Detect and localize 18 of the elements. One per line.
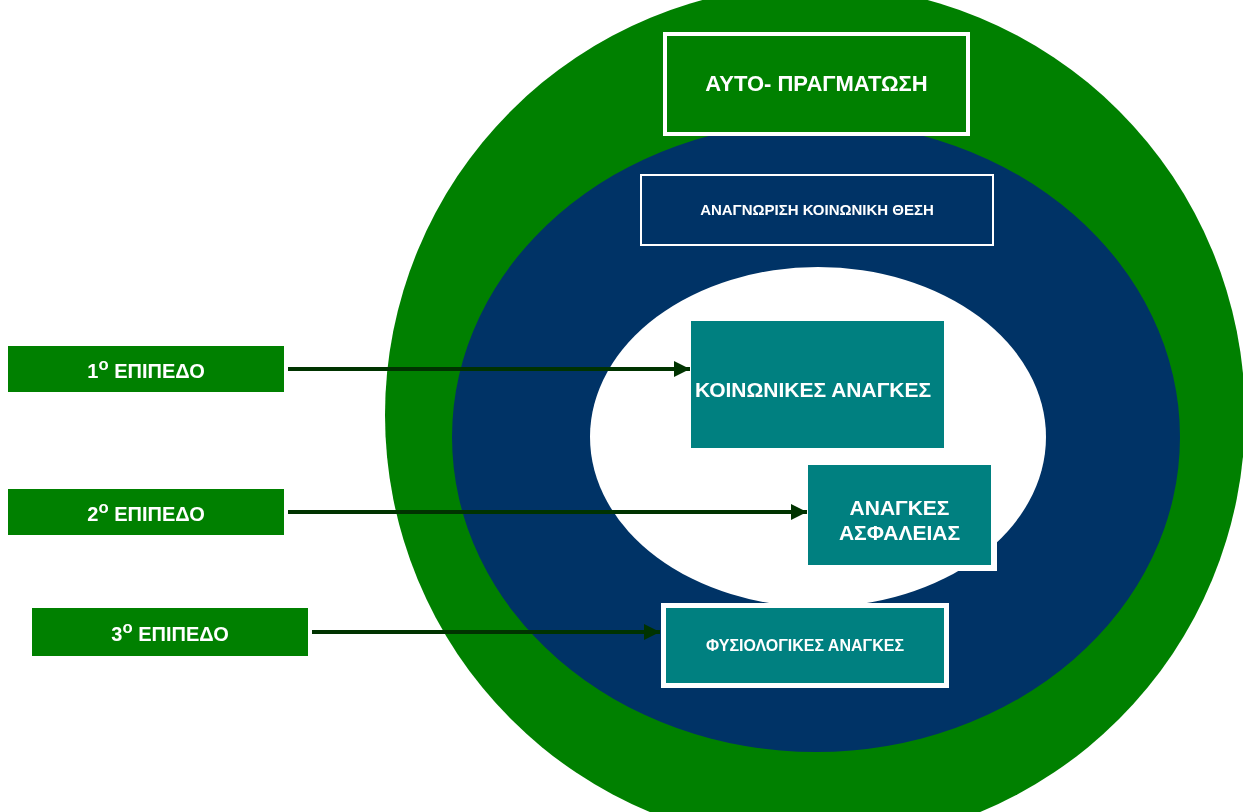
box-label: 1$^{o}$ ΕΠΙΠΕΔΟ [87, 355, 205, 383]
needs-box [691, 321, 944, 448]
arrow [312, 624, 660, 640]
box-label: ΚΟΙΝΩΝΙΚΕΣ ΑΝΑΓΚΕΣ [695, 376, 932, 403]
level-box [640, 174, 994, 246]
box-label: ΑΥΤΟ- ΠΡΑΓΜΑΤΩΣΗ [705, 70, 928, 98]
box-label: ΑΝΑΓΚΕΣ ΑΣΦΑΛΕΙΑΣ [837, 494, 962, 546]
box-label: ΑΝΑΓΝΩΡΙΣΗ ΚΟΙΝΩΝΙΚΗ ΘΕΣΗ [700, 201, 934, 219]
arrow [288, 504, 807, 520]
level-box [8, 346, 284, 392]
level-box [32, 608, 308, 656]
box-label: 3$^{o}$ ΕΠΙΠΕΔΟ [111, 618, 229, 646]
box-label: ΦΥΣΙΟΛΟΓΙΚΕΣ ΑΝΑΓΚΕΣ [706, 635, 904, 656]
level-box [8, 489, 284, 535]
arrow [288, 361, 690, 377]
box-label: 2$^{o}$ ΕΠΙΠΕΔΟ [87, 498, 205, 526]
level-box [663, 32, 970, 136]
needs-box [661, 603, 949, 688]
